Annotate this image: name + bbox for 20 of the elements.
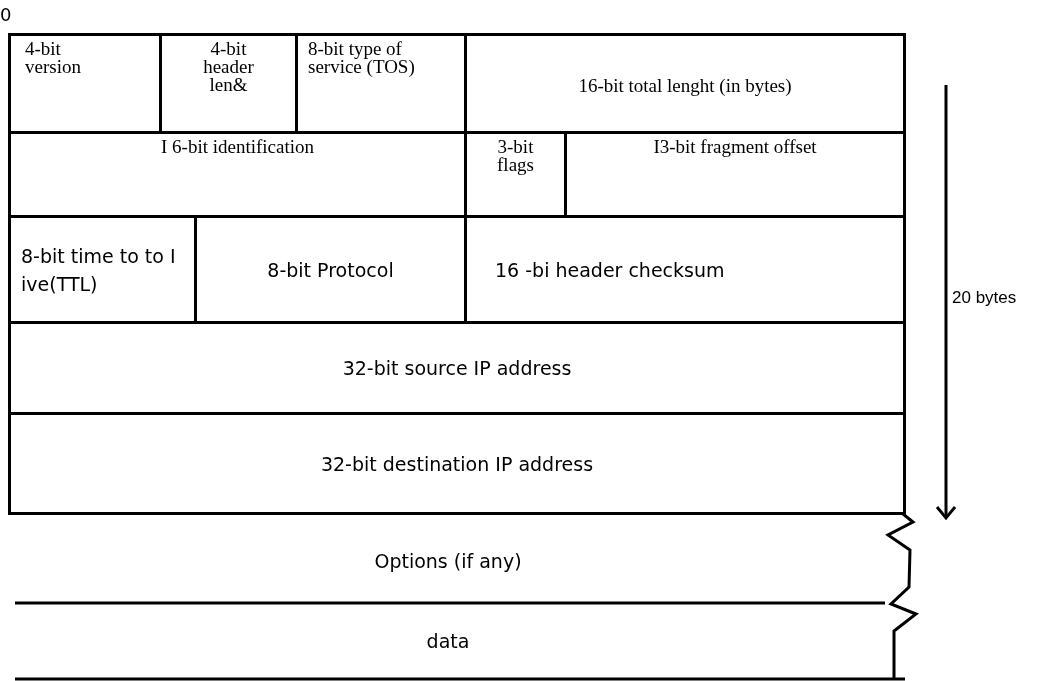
- bit-offset-label: 0: [0, 4, 12, 25]
- field-label: 32-bit destination IP address: [320, 451, 594, 477]
- field-label: I3-bit fragment offset: [653, 138, 817, 156]
- field-label: 8-bit Protocol: [267, 257, 394, 283]
- field-label: 8-bit type of service (TOS): [308, 40, 416, 76]
- field-label: 3-bit flags: [496, 138, 535, 174]
- size-label: 20 bytes: [952, 288, 1017, 308]
- field-cell: [8, 321, 906, 415]
- field-label: 8-bit time to to I ive(TTL): [21, 243, 177, 297]
- field-label: Options (if any): [374, 550, 522, 572]
- field-cell: [464, 33, 906, 134]
- field-label: I 6-bit identification: [161, 138, 314, 156]
- field-label: 16-bit total lenght (in bytes): [578, 76, 792, 95]
- field-cell: [8, 412, 906, 515]
- field-label: 4-bit version: [25, 40, 82, 76]
- field-cell: [8, 33, 162, 134]
- field-label: 32-bit source IP address: [342, 356, 572, 381]
- field-label: data: [426, 630, 470, 652]
- field-label: 4-bit header len&: [202, 40, 255, 94]
- field-label: 16 -bi header checksum: [495, 257, 725, 283]
